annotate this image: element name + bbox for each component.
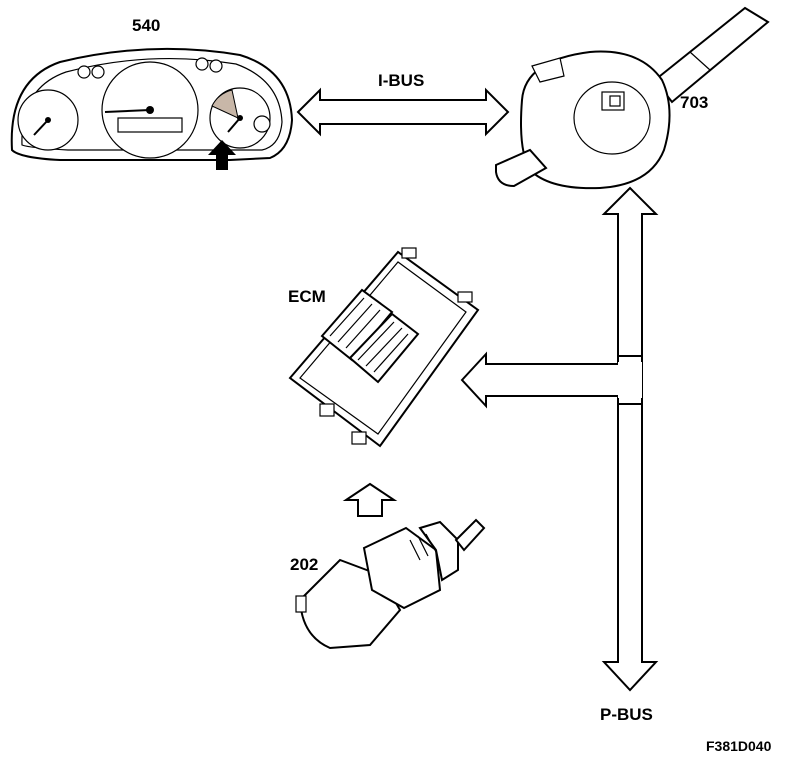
ecm-module	[288, 247, 480, 448]
pbus-arrow	[460, 186, 659, 692]
switch-label: 703	[680, 93, 708, 112]
highlight-arrow-icon	[208, 140, 236, 170]
ibus-arrow	[296, 87, 510, 137]
instrument-cluster	[10, 47, 294, 170]
pbus-label: P-BUS	[600, 705, 653, 724]
temperature-sensor	[295, 518, 486, 650]
ibus-label: I-BUS	[378, 71, 424, 90]
ecm-label: ECM	[288, 287, 326, 306]
steering-switch	[495, 6, 770, 190]
figure-id: F381D040	[706, 738, 772, 754]
up-arrow-icon	[342, 482, 398, 517]
cluster-label: 540	[132, 16, 160, 35]
sensor-label: 202	[290, 555, 318, 574]
